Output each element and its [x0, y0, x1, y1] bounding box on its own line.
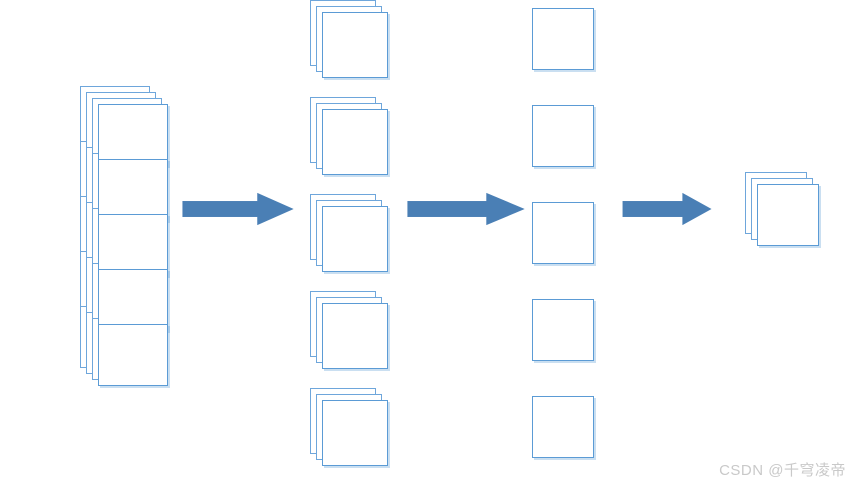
card: [98, 269, 168, 331]
card: [98, 324, 168, 386]
intermediate-card-stacks-group-3: [310, 194, 388, 272]
input-document-groups-group-5: [80, 306, 168, 386]
arrow-squares-to-final: [622, 192, 712, 226]
single-output-squares-group-5: [532, 396, 594, 458]
card: [532, 396, 594, 458]
card: [532, 8, 594, 70]
intermediate-card-stacks-group-1: [310, 0, 388, 78]
card: [322, 303, 388, 369]
arrow-glyph: [182, 192, 294, 226]
card: [532, 105, 594, 167]
single-output-squares-group-3: [532, 202, 594, 264]
arrow-input-to-stacks: [182, 192, 294, 226]
card: [322, 12, 388, 78]
intermediate-card-stacks-group-2: [310, 97, 388, 175]
card: [98, 214, 168, 276]
arrow-glyph: [407, 192, 525, 226]
arrow-stacks-to-squares: [407, 192, 525, 226]
card: [757, 184, 819, 246]
card: [322, 109, 388, 175]
intermediate-card-stacks-group-5: [310, 388, 388, 466]
card: [532, 202, 594, 264]
arrow-glyph: [622, 192, 712, 226]
single-output-squares-group-4: [532, 299, 594, 361]
card: [322, 206, 388, 272]
card: [532, 299, 594, 361]
intermediate-card-stacks-group-4: [310, 291, 388, 369]
single-output-squares-group-1: [532, 8, 594, 70]
watermark-text: CSDN @千穹凌帝: [719, 462, 846, 479]
single-output-squares-group-2: [532, 105, 594, 167]
final-result-stack-group-1: [745, 172, 819, 246]
card: [98, 104, 168, 166]
card: [322, 400, 388, 466]
card: [98, 159, 168, 221]
